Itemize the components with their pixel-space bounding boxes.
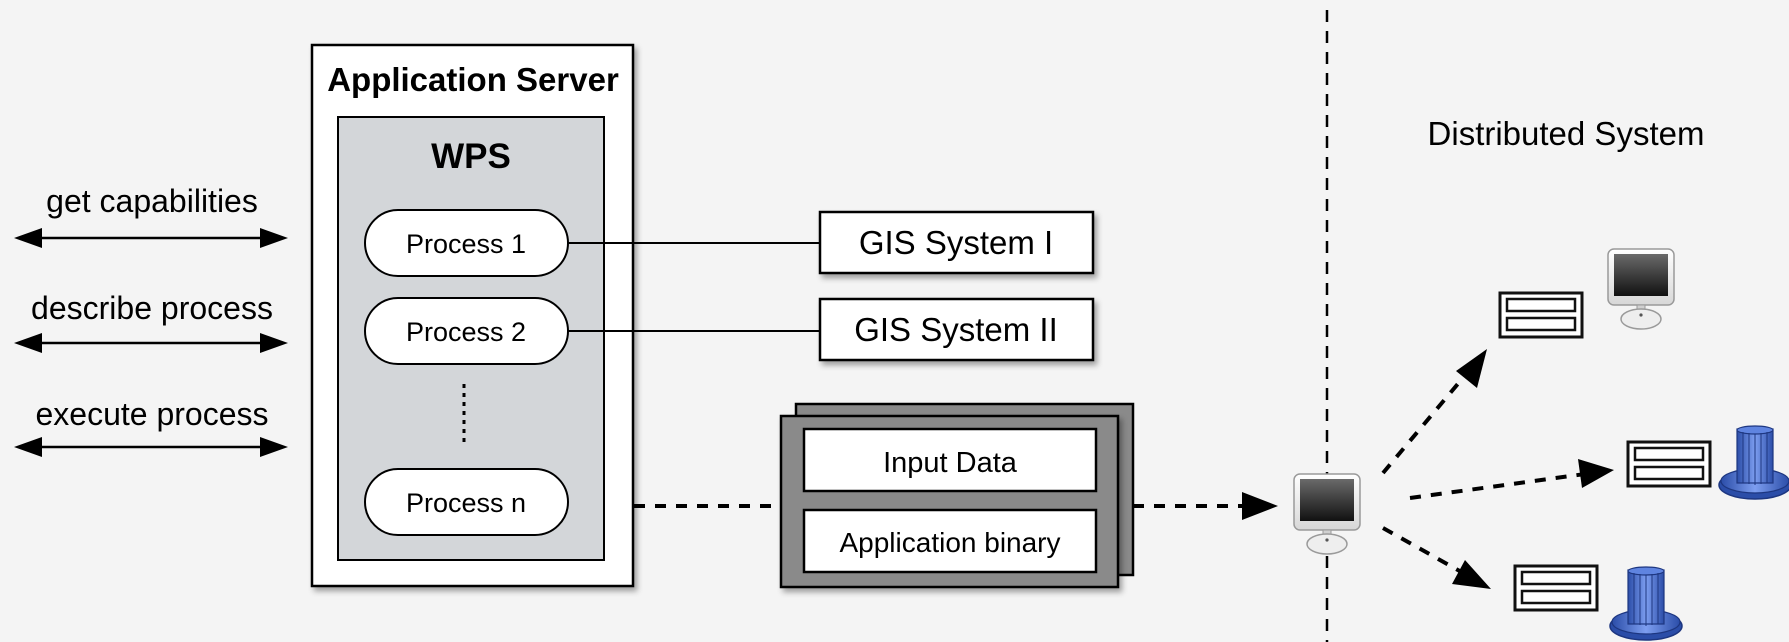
wps-container: WPS Process 1 Process 2 Process n [337, 116, 605, 561]
process-1-node[interactable]: Process 1 [364, 209, 569, 277]
computer-icon [1607, 248, 1675, 330]
computer-icon [1293, 473, 1361, 555]
application-binary-box: Application binary [802, 508, 1098, 574]
server-rack-icon [1498, 291, 1584, 339]
server-rack-icon [1626, 440, 1712, 488]
job-package: Input Data Application binary [779, 402, 1135, 589]
gis-system-2: GIS System II [818, 297, 1095, 362]
get-capabilities-label: get capabilities [46, 183, 258, 219]
process-2-label: Process 2 [406, 317, 526, 347]
storage-array-icon [1609, 566, 1683, 641]
gis-system-1: GIS System I [818, 210, 1095, 275]
node-middle [1626, 425, 1789, 500]
gis-system-2-label: GIS System II [854, 311, 1058, 348]
request-arrows: get capabilities describe process execut… [14, 183, 288, 457]
process-n-node[interactable]: Process n [364, 468, 569, 536]
application-server: Application Server WPS Process 1 Process… [310, 43, 635, 588]
wps-title: WPS [431, 137, 511, 176]
flow-package-to-client-arrowhead [1242, 492, 1278, 520]
process-2-node[interactable]: Process 2 [364, 297, 569, 365]
process-1-label: Process 1 [406, 229, 526, 259]
application-server-title: Application Server [327, 61, 619, 98]
dispatch-arrows [1381, 349, 1614, 589]
describe-process-label: describe process [31, 290, 273, 326]
gis-system-1-label: GIS System I [859, 224, 1053, 261]
describe-process-arrow [14, 333, 288, 353]
storage-array-icon [1718, 425, 1789, 500]
execute-process-label: execute process [35, 396, 268, 432]
node-bottom [1513, 564, 1683, 641]
input-data-box: Input Data [802, 427, 1098, 493]
process-n-label: Process n [406, 488, 526, 518]
execute-process-arrow [14, 437, 288, 457]
application-binary-label: Application binary [839, 527, 1060, 558]
node-top [1498, 248, 1675, 339]
server-rack-icon [1513, 564, 1599, 612]
get-capabilities-arrow [14, 228, 288, 248]
input-data-label: Input Data [883, 447, 1018, 479]
distributed-system-label: Distributed System [1428, 115, 1705, 152]
